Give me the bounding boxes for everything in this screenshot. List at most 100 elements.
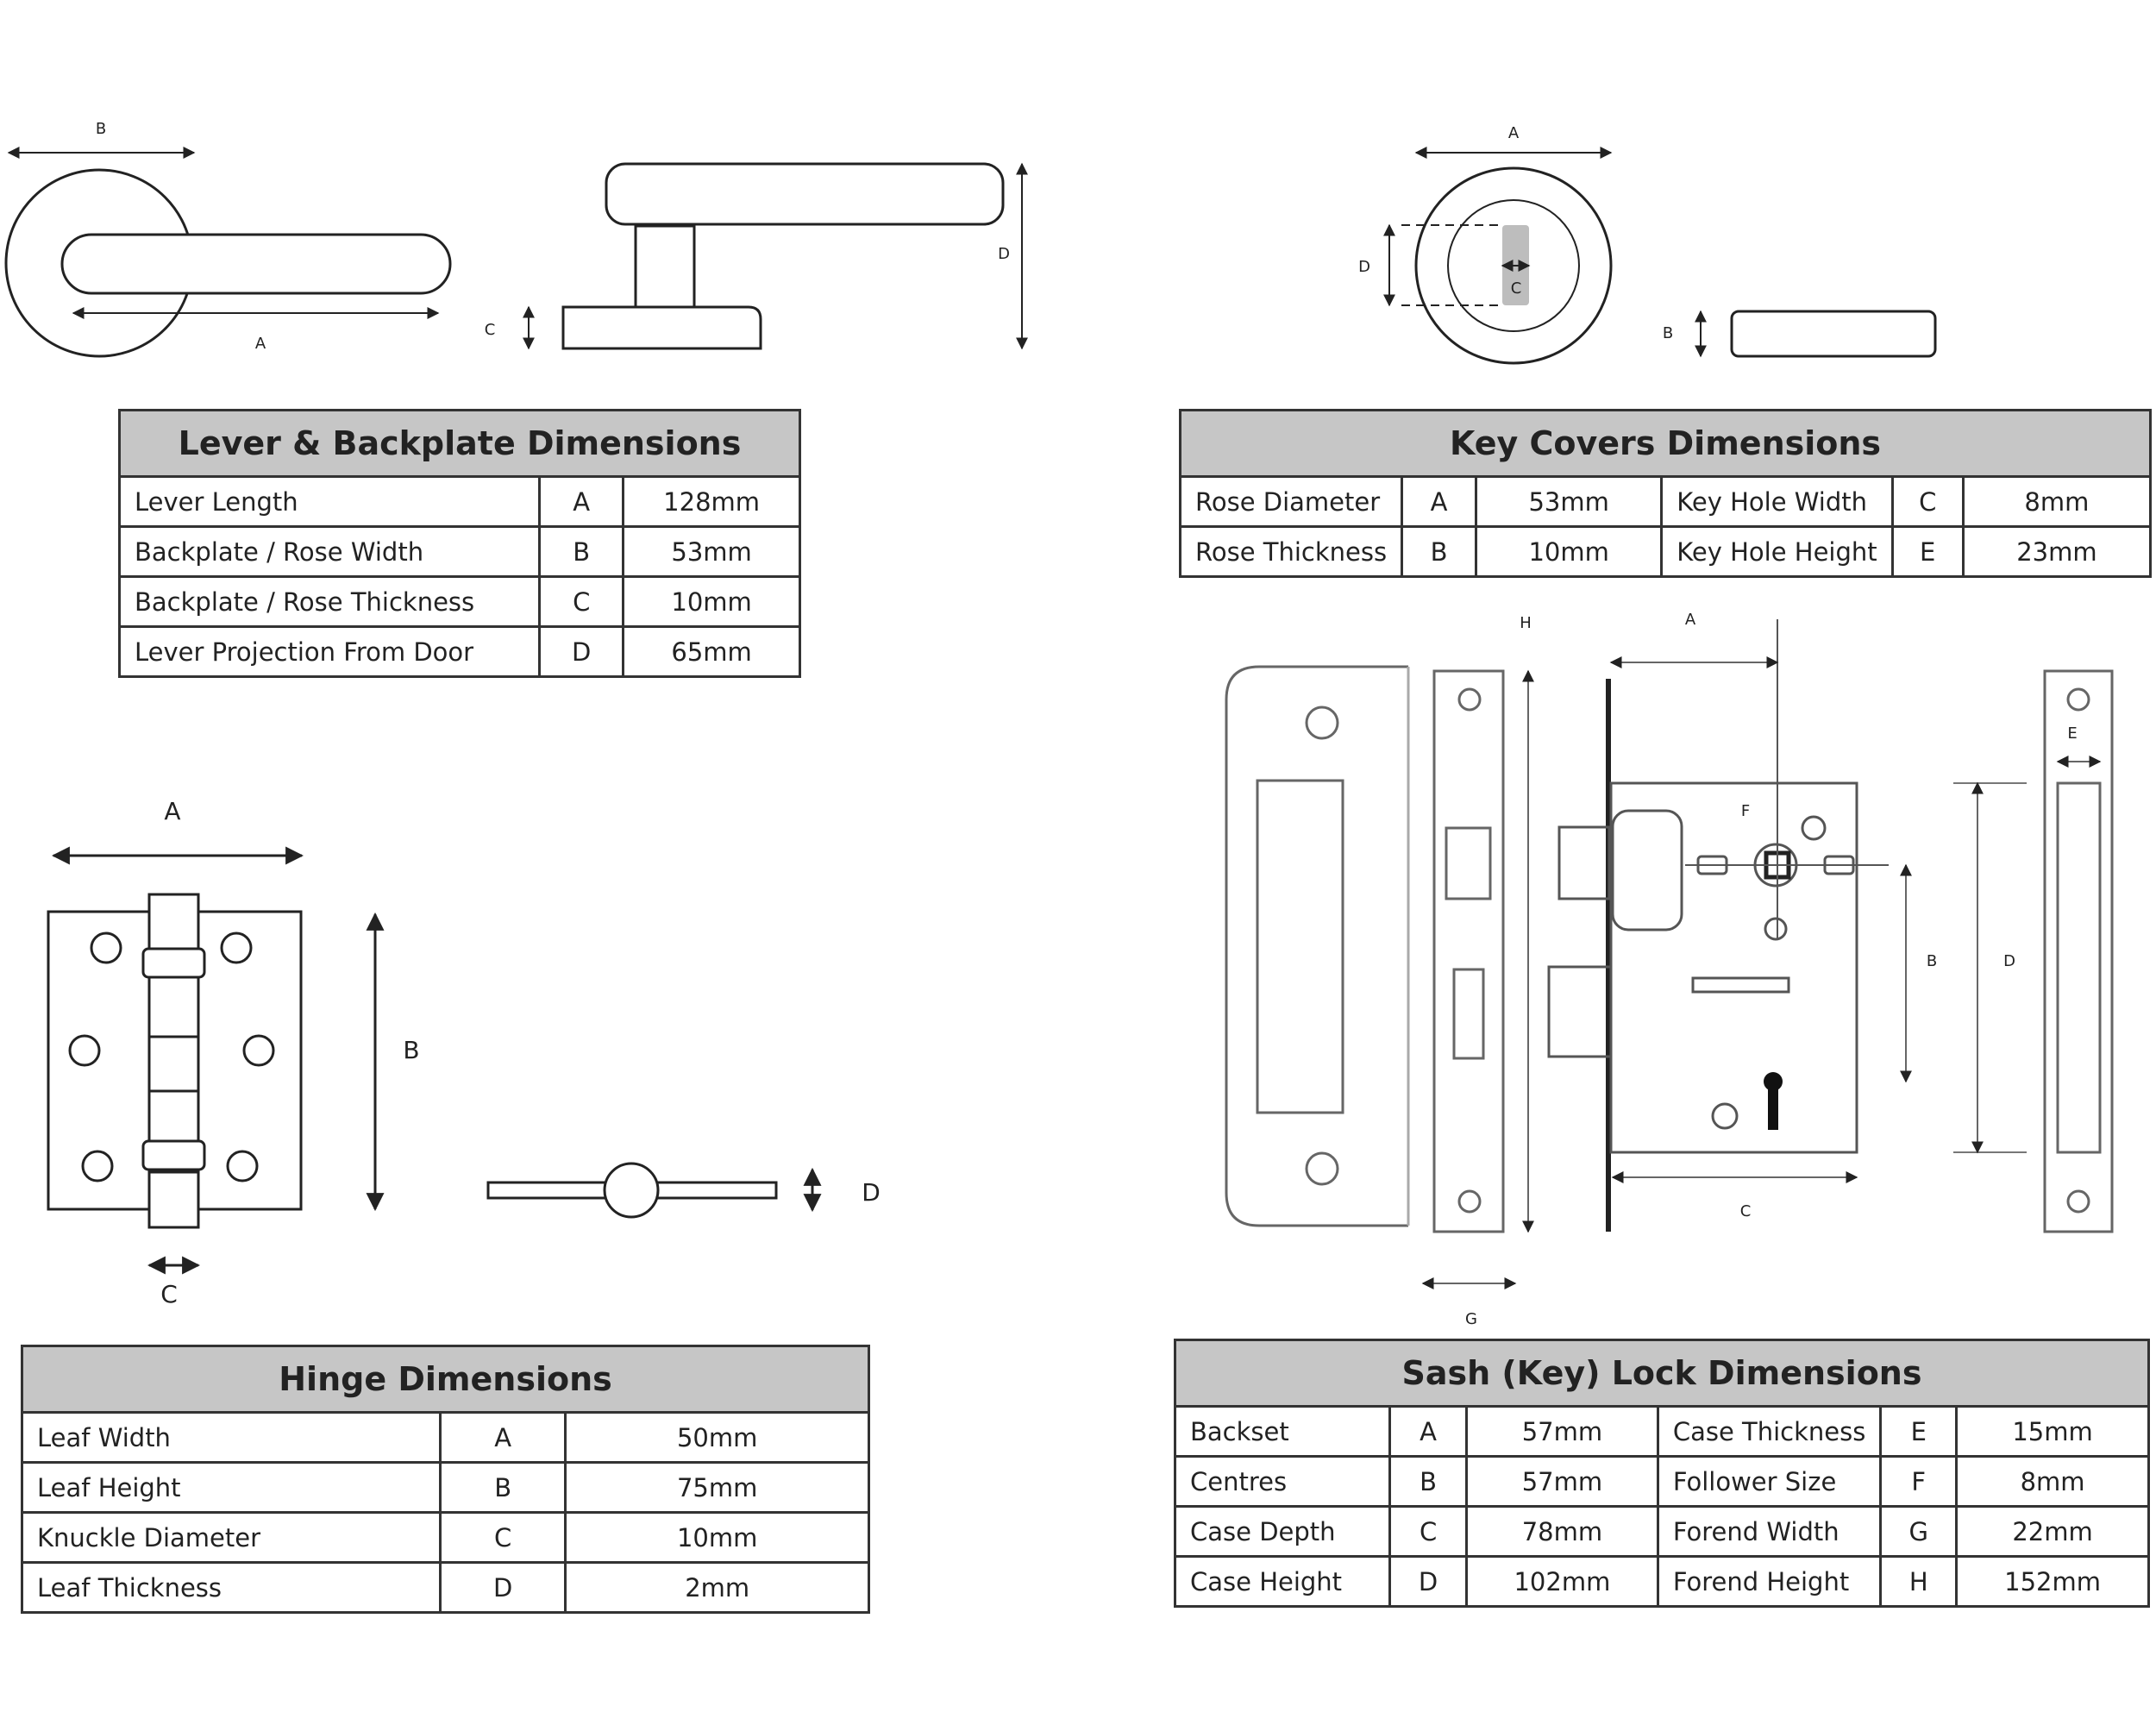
row-code: D xyxy=(438,1561,567,1614)
sash-lock-table: Sash (Key) Lock Dimensions Backset A 57m… xyxy=(1173,1339,2150,1608)
table-row: Knuckle Diameter C 10mm xyxy=(21,1511,870,1564)
table-row: Backplate / Rose Thickness C 10mm xyxy=(117,575,801,628)
row-name-2: Case Thickness xyxy=(1656,1405,1883,1458)
lock-label-g: G xyxy=(1465,1310,1477,1328)
hinge-label-b: B xyxy=(403,1036,419,1064)
row-code: D xyxy=(538,625,625,678)
row-code: A xyxy=(438,1411,567,1464)
lock-label-f: F xyxy=(1741,802,1750,820)
table-row: Rose Thickness B 10mm Key Hole Height E … xyxy=(1178,525,2153,578)
row-name-2: Key Hole Width xyxy=(1660,475,1894,528)
key-label-b: B xyxy=(1663,324,1673,342)
row-value-2: 22mm xyxy=(1955,1505,2150,1558)
lock-forend-plate xyxy=(1432,669,1505,1233)
table-row: Backplate / Rose Width B 53mm xyxy=(117,525,801,578)
row-value: 75mm xyxy=(564,1461,870,1514)
row-code: A xyxy=(1401,475,1477,528)
key-label-a: A xyxy=(1508,124,1520,142)
row-value: 2mm xyxy=(564,1561,870,1614)
row-code: B xyxy=(538,525,625,578)
row-value-2: 15mm xyxy=(1955,1405,2150,1458)
row-code: C xyxy=(438,1511,567,1564)
row-name: Lever Length xyxy=(117,475,542,528)
hinge-label-c: C xyxy=(160,1280,178,1308)
row-name: Leaf Width xyxy=(21,1411,442,1464)
lock-body xyxy=(1547,679,1858,1232)
lock-label-c: C xyxy=(1740,1202,1752,1220)
row-value-2: 8mm xyxy=(1961,475,2153,528)
row-code: B xyxy=(1388,1455,1468,1508)
lever-front-view xyxy=(4,168,452,358)
lock-forend-side-view xyxy=(2043,669,2114,1233)
row-value: 57mm xyxy=(1464,1455,1659,1508)
table-row: Leaf Thickness D 2mm xyxy=(21,1561,870,1614)
table-row: Backset A 57mm Case Thickness E 15mm xyxy=(1173,1405,2150,1458)
row-name: Leaf Height xyxy=(21,1461,442,1514)
row-name: Backset xyxy=(1173,1405,1392,1458)
table-row: Leaf Height B 75mm xyxy=(21,1461,870,1514)
row-code: B xyxy=(1401,525,1477,578)
row-code-2: C xyxy=(1890,475,1965,528)
row-name-2: Follower Size xyxy=(1656,1455,1883,1508)
row-value: 53mm xyxy=(622,525,801,578)
lever-label-c: C xyxy=(485,321,496,339)
row-name-2: Key Hole Height xyxy=(1660,525,1894,578)
lever-label-d: D xyxy=(998,245,1010,263)
table-row: Lever Length A 128mm xyxy=(117,475,801,528)
row-value: 10mm xyxy=(564,1511,870,1564)
row-value: 128mm xyxy=(622,475,801,528)
row-code-2: H xyxy=(1879,1555,1959,1608)
row-code: C xyxy=(1388,1505,1468,1558)
row-name: Lever Projection From Door xyxy=(117,625,542,678)
lever-label-b: B xyxy=(96,120,106,138)
sash-lock-table-title: Sash (Key) Lock Dimensions xyxy=(1174,1339,2150,1408)
row-value-2: 23mm xyxy=(1961,525,2153,578)
row-value: 78mm xyxy=(1464,1505,1659,1558)
row-code: C xyxy=(538,575,625,628)
row-name: Knuckle Diameter xyxy=(21,1511,442,1564)
row-value: 53mm xyxy=(1474,475,1664,528)
row-value: 65mm xyxy=(622,625,801,678)
key-label-d: D xyxy=(1358,258,1370,276)
hinge-front-view xyxy=(47,893,303,1229)
row-code: B xyxy=(438,1461,567,1514)
row-name: Centres xyxy=(1173,1455,1392,1508)
lock-label-h: H xyxy=(1520,614,1532,632)
lever-backplate-table: Lever & Backplate Dimensions Lever Lengt… xyxy=(117,409,801,678)
row-value: 102mm xyxy=(1464,1555,1659,1608)
lock-keyhole-icon xyxy=(1764,1072,1783,1130)
hinge-side-view xyxy=(486,1162,778,1219)
table-row: Case Height D 102mm Forend Height H 152m… xyxy=(1173,1555,2150,1608)
lever-label-a: A xyxy=(255,335,266,353)
row-value: 57mm xyxy=(1464,1405,1659,1458)
row-name: Leaf Thickness xyxy=(21,1561,442,1614)
row-value: 50mm xyxy=(564,1411,870,1464)
key-covers-table-title: Key Covers Dimensions xyxy=(1179,409,2152,478)
table-row: Case Depth C 78mm Forend Width G 22mm xyxy=(1173,1505,2150,1558)
row-code-2: G xyxy=(1879,1505,1959,1558)
hinge-table: Hinge Dimensions Leaf Width A 50mm Leaf … xyxy=(21,1345,870,1614)
row-code-2: F xyxy=(1879,1455,1959,1508)
row-code: A xyxy=(538,475,625,528)
table-row: Centres B 57mm Follower Size F 8mm xyxy=(1173,1455,2150,1508)
key-covers-table: Key Covers Dimensions Rose Diameter A 53… xyxy=(1178,409,2153,578)
hinge-label-d: D xyxy=(862,1178,881,1207)
table-row: Rose Diameter A 53mm Key Hole Width C 8m… xyxy=(1178,475,2153,528)
row-value-2: 8mm xyxy=(1955,1455,2150,1508)
row-value-2: 152mm xyxy=(1955,1555,2150,1608)
row-name-2: Forend Height xyxy=(1656,1555,1883,1608)
table-row: Lever Projection From Door D 65mm xyxy=(117,625,801,678)
row-name-2: Forend Width xyxy=(1656,1505,1883,1558)
row-code-2: E xyxy=(1890,525,1965,578)
key-cover-side-view xyxy=(1730,310,1937,358)
row-name: Case Height xyxy=(1173,1555,1392,1608)
hinge-table-title: Hinge Dimensions xyxy=(21,1345,870,1414)
row-name: Case Depth xyxy=(1173,1505,1392,1558)
row-value: 10mm xyxy=(622,575,801,628)
hinge-label-a: A xyxy=(164,797,180,825)
lock-label-d: D xyxy=(2003,952,2015,970)
table-row: Leaf Width A 50mm xyxy=(21,1411,870,1464)
lever-table-title: Lever & Backplate Dimensions xyxy=(118,409,801,478)
row-value: 10mm xyxy=(1474,525,1664,578)
